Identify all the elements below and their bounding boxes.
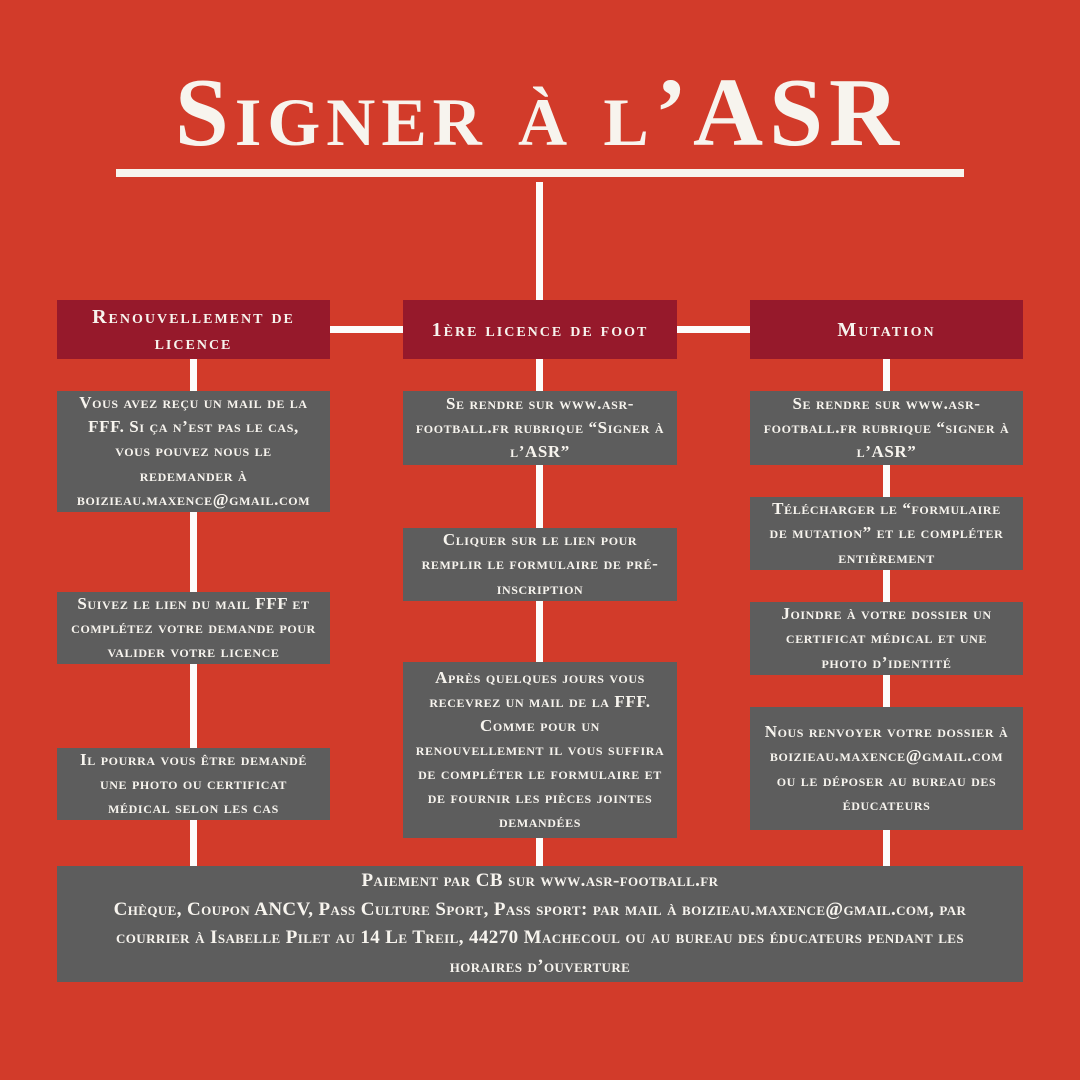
connector-line: [190, 359, 197, 391]
connector-line: [190, 664, 197, 748]
step-box-renouvellement-3: Il pourra vous être demandé une photo ou…: [57, 748, 330, 820]
connector-header-left-middle: [330, 326, 403, 333]
step-box-licence-2: Cliquer sur le lien pour remplir le form…: [403, 528, 677, 601]
step-box-renouvellement-1: Vous avez reçu un mail de la FFF. Si ça …: [57, 391, 330, 512]
connector-title-to-middle: [536, 182, 543, 300]
connector-line: [536, 465, 543, 528]
column-header-mutation: Mutation: [750, 300, 1023, 359]
payment-line-cb: Paiement par CB sur www.asr-football.fr: [361, 870, 719, 891]
connector-line: [536, 601, 543, 662]
connector-line: [190, 512, 197, 592]
connector-line: [536, 359, 543, 391]
step-box-mutation-3: Joindre à votre dossier un certificat mé…: [750, 602, 1023, 675]
column-header-premiere-licence: 1ère licence de foot: [403, 300, 677, 359]
step-box-mutation-4: Nous renvoyer votre dossier à boizieau.m…: [750, 707, 1023, 830]
connector-header-middle-right: [677, 326, 750, 333]
column-header-renouvellement: Renouvellement de licence: [57, 300, 330, 359]
connector-line: [883, 830, 890, 866]
connector-line: [883, 465, 890, 497]
step-box-licence-3: Après quelques jours vous recevrez un ma…: [403, 662, 677, 838]
connector-line: [536, 838, 543, 866]
payment-info-box: Paiement par CB sur www.asr-football.fr …: [57, 866, 1023, 982]
payment-line-other: Chèque, Coupon ANCV, Pass Culture Sport,…: [113, 898, 967, 977]
step-box-licence-1: Se rendre sur www.asr-football.fr rubriq…: [403, 391, 677, 465]
page-title: Signer à l’ASR: [174, 59, 906, 166]
connector-line: [883, 359, 890, 391]
step-box-mutation-1: Se rendre sur www.asr-football.fr rubriq…: [750, 391, 1023, 465]
connector-line: [883, 570, 890, 602]
connector-line: [190, 820, 197, 866]
step-box-mutation-2: Télécharger le “formulaire de mutation” …: [750, 497, 1023, 570]
connector-line: [883, 675, 890, 707]
title-underline: [116, 169, 964, 177]
step-box-renouvellement-2: Suivez le lien du mail FFF et complétez …: [57, 592, 330, 664]
